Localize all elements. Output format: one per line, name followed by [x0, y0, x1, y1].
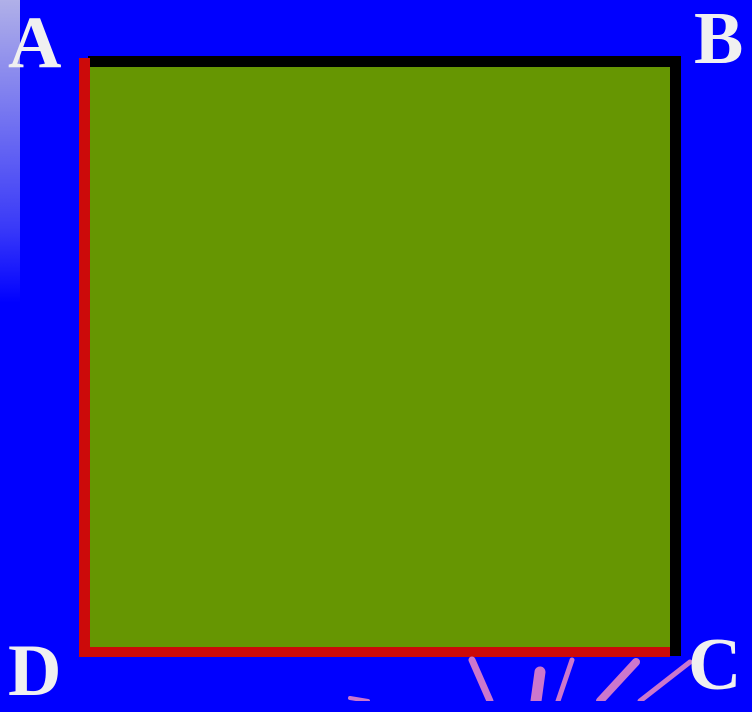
burst-ray	[472, 660, 490, 701]
edge-dc	[79, 647, 670, 657]
vertex-label-a: A	[8, 6, 61, 80]
burst-ray	[558, 660, 572, 701]
burst-ray	[600, 662, 636, 701]
square-abcd	[90, 65, 670, 647]
edge-da	[79, 58, 90, 656]
burst-ray	[640, 662, 690, 701]
burst-ray	[536, 672, 540, 701]
vertex-label-b: B	[694, 2, 743, 76]
edge-bc	[670, 56, 681, 656]
vertex-label-c: C	[688, 628, 741, 702]
edge-ab	[88, 56, 681, 67]
vertex-label-d: D	[8, 634, 61, 708]
